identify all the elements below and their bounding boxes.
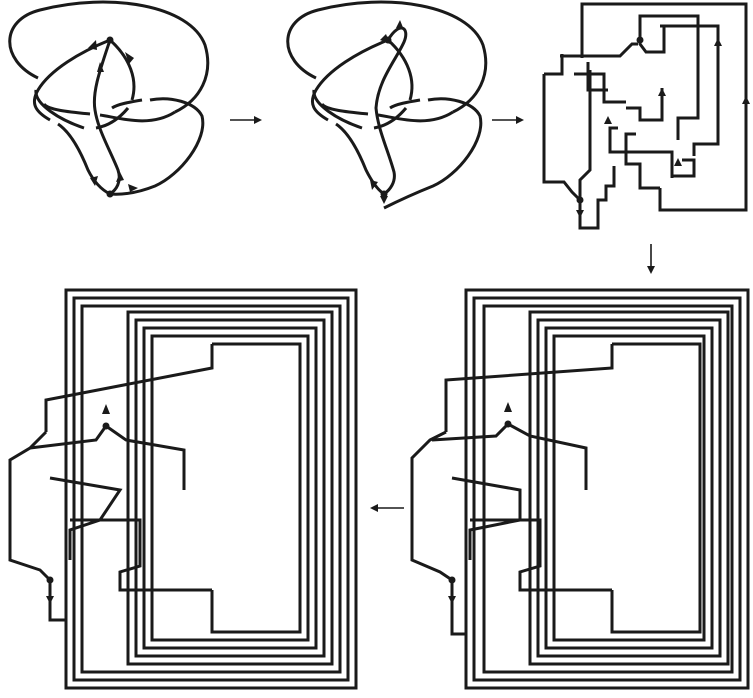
- arrow-icon: [504, 402, 512, 412]
- vertex-bottom: [576, 196, 584, 204]
- vertex-bottom: [106, 190, 114, 198]
- arrow-icon: [604, 116, 612, 124]
- arrow-icon: [714, 38, 722, 46]
- arrow-icon: [88, 40, 97, 50]
- arrow-icon: [102, 404, 110, 414]
- arrow-icon: [658, 88, 666, 96]
- transition-arrow-4: [370, 504, 404, 512]
- arrow-icon: [116, 172, 124, 182]
- arrow-icon: [674, 158, 682, 166]
- transition-arrow-1: [230, 116, 262, 124]
- panel-3-rectilinear-diagram: [542, 2, 750, 230]
- vertex-bottom: [46, 576, 54, 584]
- transition-arrow-3: [647, 244, 655, 274]
- vertex-top: [504, 420, 512, 428]
- arrow-icon: [125, 52, 134, 64]
- panel-5-grid-diagram-final: [8, 288, 358, 690]
- vertex-bottom: [448, 576, 456, 584]
- vertex-top: [636, 36, 644, 44]
- vertex-bottom: [380, 190, 388, 198]
- panel-4-grid-diagram: [410, 288, 750, 690]
- arrow-down-icon: [647, 266, 655, 274]
- arrow-icon: [742, 96, 750, 104]
- arrow-right-icon: [516, 116, 524, 124]
- arrow-icon: [46, 596, 54, 604]
- arrow-icon: [576, 210, 584, 218]
- arrow-right-icon: [254, 116, 262, 124]
- arrow-icon: [97, 62, 104, 72]
- arrow-icon: [396, 20, 404, 30]
- panel-2-modified-graph-diagram: [286, 0, 488, 210]
- arrow-icon: [128, 184, 138, 192]
- arrow-icon: [370, 180, 378, 190]
- panel-1-spatial-graph-diagram: [8, 0, 210, 198]
- arrow-icon: [448, 596, 456, 604]
- arrow-icon: [380, 34, 390, 44]
- vertex-top: [106, 36, 114, 44]
- arrow-icon: [380, 196, 388, 204]
- transition-arrow-2: [492, 116, 524, 124]
- arrow-left-icon: [370, 504, 378, 512]
- vertex-top: [102, 422, 110, 430]
- arrow-icon: [90, 176, 98, 186]
